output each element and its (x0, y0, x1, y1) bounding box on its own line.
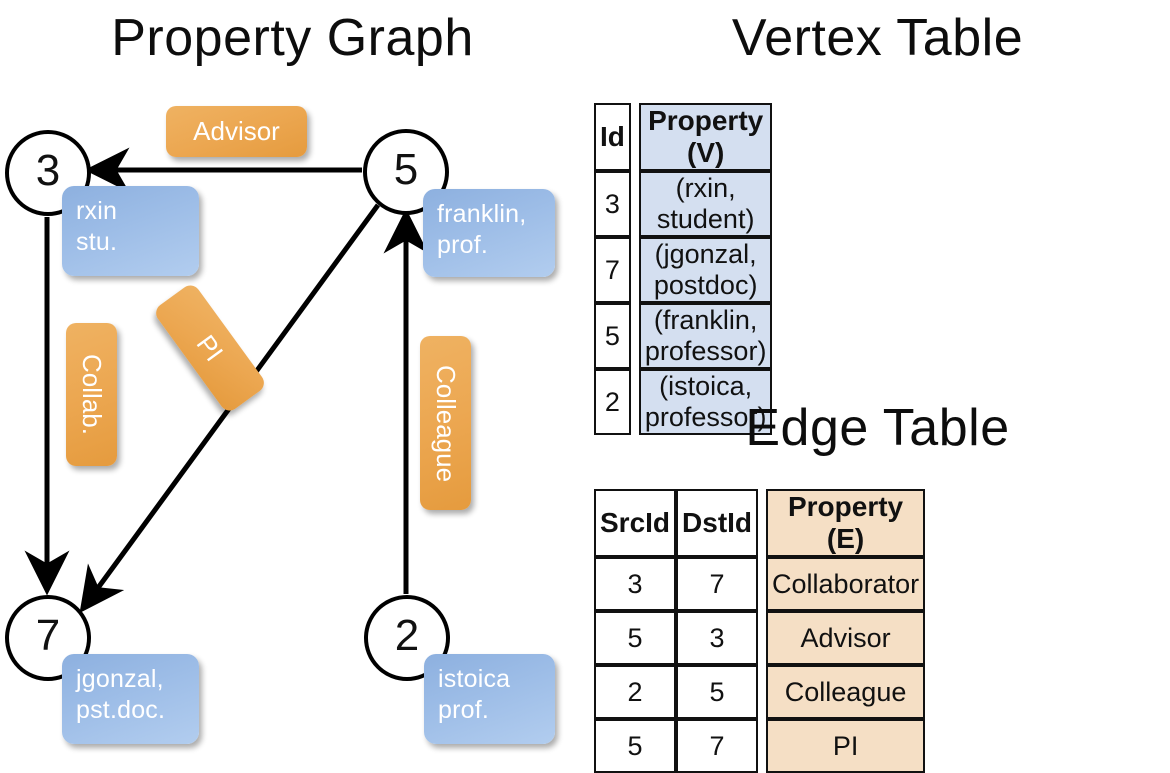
edge-cell-srcid: 2 (594, 665, 677, 719)
edge-cell-dstid: 7 (676, 719, 759, 773)
graph-node-2-id: 2 (394, 611, 420, 660)
column-gap (758, 611, 767, 665)
column-gap (630, 171, 639, 237)
edge-cell-srcid: 5 (594, 719, 677, 773)
edge-col-header-property: Property (E) (766, 489, 926, 557)
edge-label-collab-text: Collab. (77, 354, 107, 435)
vertex-cell-property: (rxin, student) (638, 171, 773, 237)
column-gap (758, 489, 767, 557)
table-row[interactable]: 2 5 Colleague (594, 665, 926, 719)
graph-node-5-property-box[interactable]: franklin, prof. (423, 189, 555, 277)
column-gap (630, 237, 639, 303)
graph-node-2-property-box[interactable]: istoica prof. (424, 654, 555, 744)
edge-cell-srcid: 3 (594, 557, 677, 611)
graph-node-7-id: 7 (35, 611, 61, 660)
page-title-property-graph: Property Graph (111, 9, 474, 67)
edge-col-header-dstid: DstId (676, 489, 759, 557)
edge-label-advisor-text: Advisor (193, 116, 280, 146)
edge-cell-property: Colleague (766, 665, 926, 719)
graph-node-3-id: 3 (35, 146, 61, 195)
edge-cell-property: PI (766, 719, 926, 773)
vertex-cell-id: 5 (594, 303, 631, 369)
vertex-cell-id: 3 (594, 171, 631, 237)
table-row[interactable]: 7 (jgonzal, postdoc) (594, 237, 773, 303)
graph-node-3-property-box[interactable]: rxin stu. (62, 186, 199, 276)
section-title-vertex-table: Vertex Table (731, 9, 1024, 67)
graph-node-3-property-line1: rxin (76, 197, 118, 225)
edge-cell-property: Advisor (766, 611, 926, 665)
table-row[interactable]: 5 7 PI (594, 719, 926, 773)
graph-node-5-id: 5 (393, 145, 419, 194)
table-row[interactable]: 5 3 Advisor (594, 611, 926, 665)
vertex-cell-property: (istoica, professor) (638, 369, 773, 435)
graph-node-5-property-line1: franklin, (437, 200, 527, 228)
edge-cell-srcid: 5 (594, 611, 677, 665)
column-gap (758, 557, 767, 611)
column-gap (630, 369, 639, 435)
edge-label-pi-text: PI (191, 328, 230, 367)
property-graph-panel: Property Graph 3 5 7 2 (0, 0, 585, 760)
vertex-table: Id Property (V) 3 (rxin, student) 7 (jgo… (594, 103, 773, 435)
edge-col-header-srcid: SrcId (594, 489, 677, 557)
table-row[interactable]: 5 (franklin, professor) (594, 303, 773, 369)
edge-label-collab[interactable]: Collab. (66, 323, 117, 466)
graph-node-7-property-box[interactable]: jgonzal, pst.doc. (62, 654, 199, 744)
graph-node-5-property-line2: prof. (437, 231, 489, 259)
edge-label-colleague[interactable]: Colleague (420, 336, 471, 510)
vertex-cell-property: (franklin, professor) (638, 303, 773, 369)
column-gap (630, 103, 639, 171)
vertex-col-header-property: Property (V) (638, 103, 773, 171)
edge-cell-dstid: 7 (676, 557, 759, 611)
graph-node-2[interactable]: 2 (364, 595, 450, 681)
table-header-row: SrcId DstId Property (E) (594, 489, 926, 557)
edge-label-colleague-text: Colleague (431, 364, 461, 482)
graph-node-2-property-line1: istoica (438, 665, 511, 693)
vertex-cell-id: 2 (594, 369, 631, 435)
column-gap (630, 303, 639, 369)
vertex-col-header-id: Id (594, 103, 631, 171)
column-gap (758, 665, 767, 719)
table-row[interactable]: 3 (rxin, student) (594, 171, 773, 237)
vertex-cell-property: (jgonzal, postdoc) (638, 237, 773, 303)
edge-cell-dstid: 3 (676, 611, 759, 665)
graph-node-7-property-line1: jgonzal, (76, 665, 164, 693)
table-row[interactable]: 3 7 Collaborator (594, 557, 926, 611)
graph-node-7-property-line2: pst.doc. (76, 696, 166, 724)
edge-cell-dstid: 5 (676, 665, 759, 719)
table-header-row: Id Property (V) (594, 103, 773, 171)
vertex-cell-id: 7 (594, 237, 631, 303)
graph-node-2-property-line2: prof. (438, 696, 490, 724)
table-row[interactable]: 2 (istoica, professor) (594, 369, 773, 435)
edge-label-advisor[interactable]: Advisor (166, 106, 307, 157)
graph-node-3-property-line2: stu. (76, 228, 118, 256)
graph-node-5[interactable]: 5 (363, 129, 449, 215)
edge-table: SrcId DstId Property (E) 3 7 Collaborato… (594, 489, 926, 773)
section-title-edge-table: Edge Table (745, 399, 1010, 457)
edge-cell-property: Collaborator (766, 557, 926, 611)
column-gap (758, 719, 767, 773)
